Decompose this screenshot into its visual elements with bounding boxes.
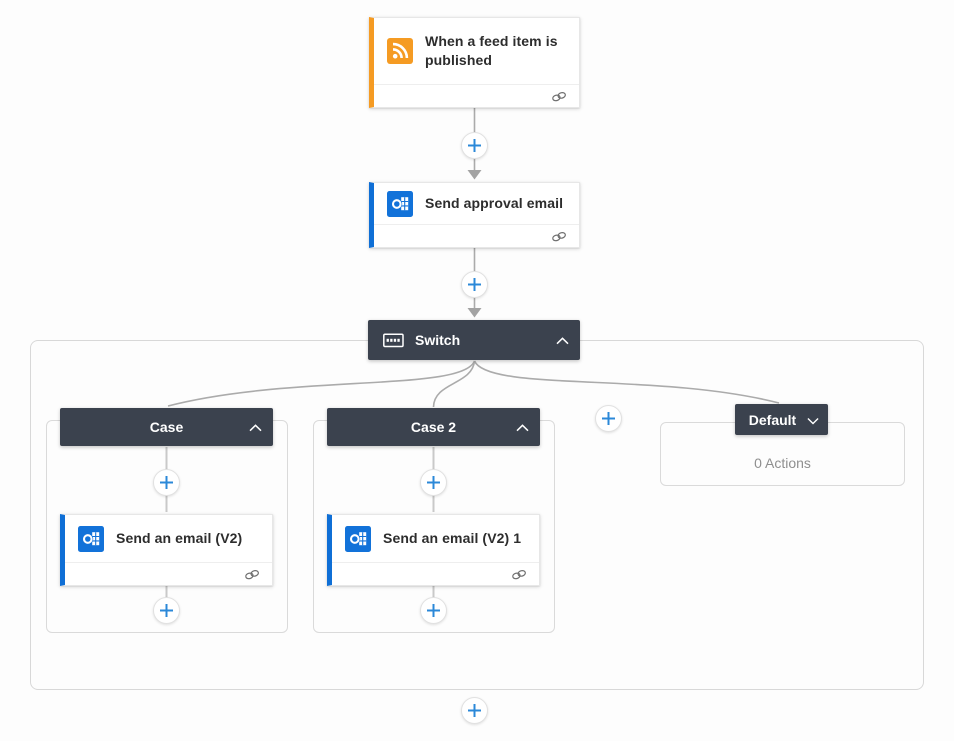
chain-link-icon xyxy=(552,91,566,101)
default-expand-button[interactable] xyxy=(807,412,819,428)
plus-icon xyxy=(468,703,481,717)
case2-card-header: Send an email (V2) 1 xyxy=(332,515,539,562)
case2-insert-action-button-top[interactable] xyxy=(420,468,447,496)
plus-icon xyxy=(468,277,481,291)
approval-card-title: Send approval email xyxy=(425,195,564,211)
case1-header[interactable]: Case xyxy=(60,408,273,446)
case1-card-header: Send an email (V2) xyxy=(65,515,272,562)
chain-link-icon xyxy=(512,569,526,579)
plus-icon xyxy=(160,603,173,617)
chevron-up-icon xyxy=(516,424,529,432)
plus-icon xyxy=(160,475,173,489)
outlook-icon xyxy=(387,190,413,217)
switch-collapse-button[interactable] xyxy=(556,332,569,348)
plus-icon xyxy=(427,475,440,489)
case1-collapse-button[interactable] xyxy=(249,419,262,435)
case2-collapse-button[interactable] xyxy=(516,419,529,435)
case2-action-card-send-an-email-v2-1[interactable]: Send an email (V2) 1 xyxy=(327,514,540,586)
case1-card-footer xyxy=(65,562,272,585)
chain-link-icon xyxy=(245,569,259,579)
default-empty-text: 0 Actions xyxy=(754,455,811,471)
switch-header[interactable]: Switch xyxy=(368,320,580,360)
insert-step-button-before-switch[interactable] xyxy=(461,270,488,298)
rss-icon xyxy=(387,38,413,64)
switch-title: Switch xyxy=(415,332,461,348)
plus-icon xyxy=(468,138,481,152)
default-header[interactable]: Default xyxy=(735,404,828,435)
approval-card-header: Send approval email xyxy=(374,183,579,224)
add-case-button[interactable] xyxy=(594,404,622,432)
case1-card-title: Send an email (V2) xyxy=(116,530,243,546)
insert-step-button-after-trigger[interactable] xyxy=(461,131,488,159)
default-title: Default xyxy=(748,411,797,428)
case1-insert-action-button-top[interactable] xyxy=(153,468,180,496)
action-card-send-approval-email[interactable]: Send approval email xyxy=(369,182,580,248)
chain-link-icon xyxy=(552,231,566,241)
case2-card-footer xyxy=(332,562,539,585)
chevron-up-icon xyxy=(556,337,569,345)
trigger-card-title: When a feed item is published xyxy=(425,33,558,68)
case2-title: Case 2 xyxy=(410,419,457,435)
outlook-icon xyxy=(345,525,371,552)
approval-card-footer xyxy=(374,224,579,247)
case1-title: Case xyxy=(149,419,184,435)
plus-icon xyxy=(601,411,615,425)
case2-insert-action-button-bottom[interactable] xyxy=(420,596,447,624)
chevron-up-icon xyxy=(249,424,262,432)
switch-icon xyxy=(383,333,404,347)
trigger-card-header: When a feed item is published xyxy=(374,18,579,84)
outlook-icon xyxy=(78,525,104,552)
case1-insert-action-button-bottom[interactable] xyxy=(153,596,180,624)
case2-header[interactable]: Case 2 xyxy=(327,408,540,446)
trigger-card-when-a-feed-item-is-published[interactable]: When a feed item is published xyxy=(369,17,580,108)
trigger-card-footer xyxy=(374,84,579,107)
case1-action-card-send-an-email-v2[interactable]: Send an email (V2) xyxy=(60,514,273,586)
plus-icon xyxy=(427,603,440,617)
case2-card-title: Send an email (V2) 1 xyxy=(383,530,522,546)
insert-step-button-after-switch[interactable] xyxy=(461,696,488,724)
chevron-down-icon xyxy=(807,417,819,424)
